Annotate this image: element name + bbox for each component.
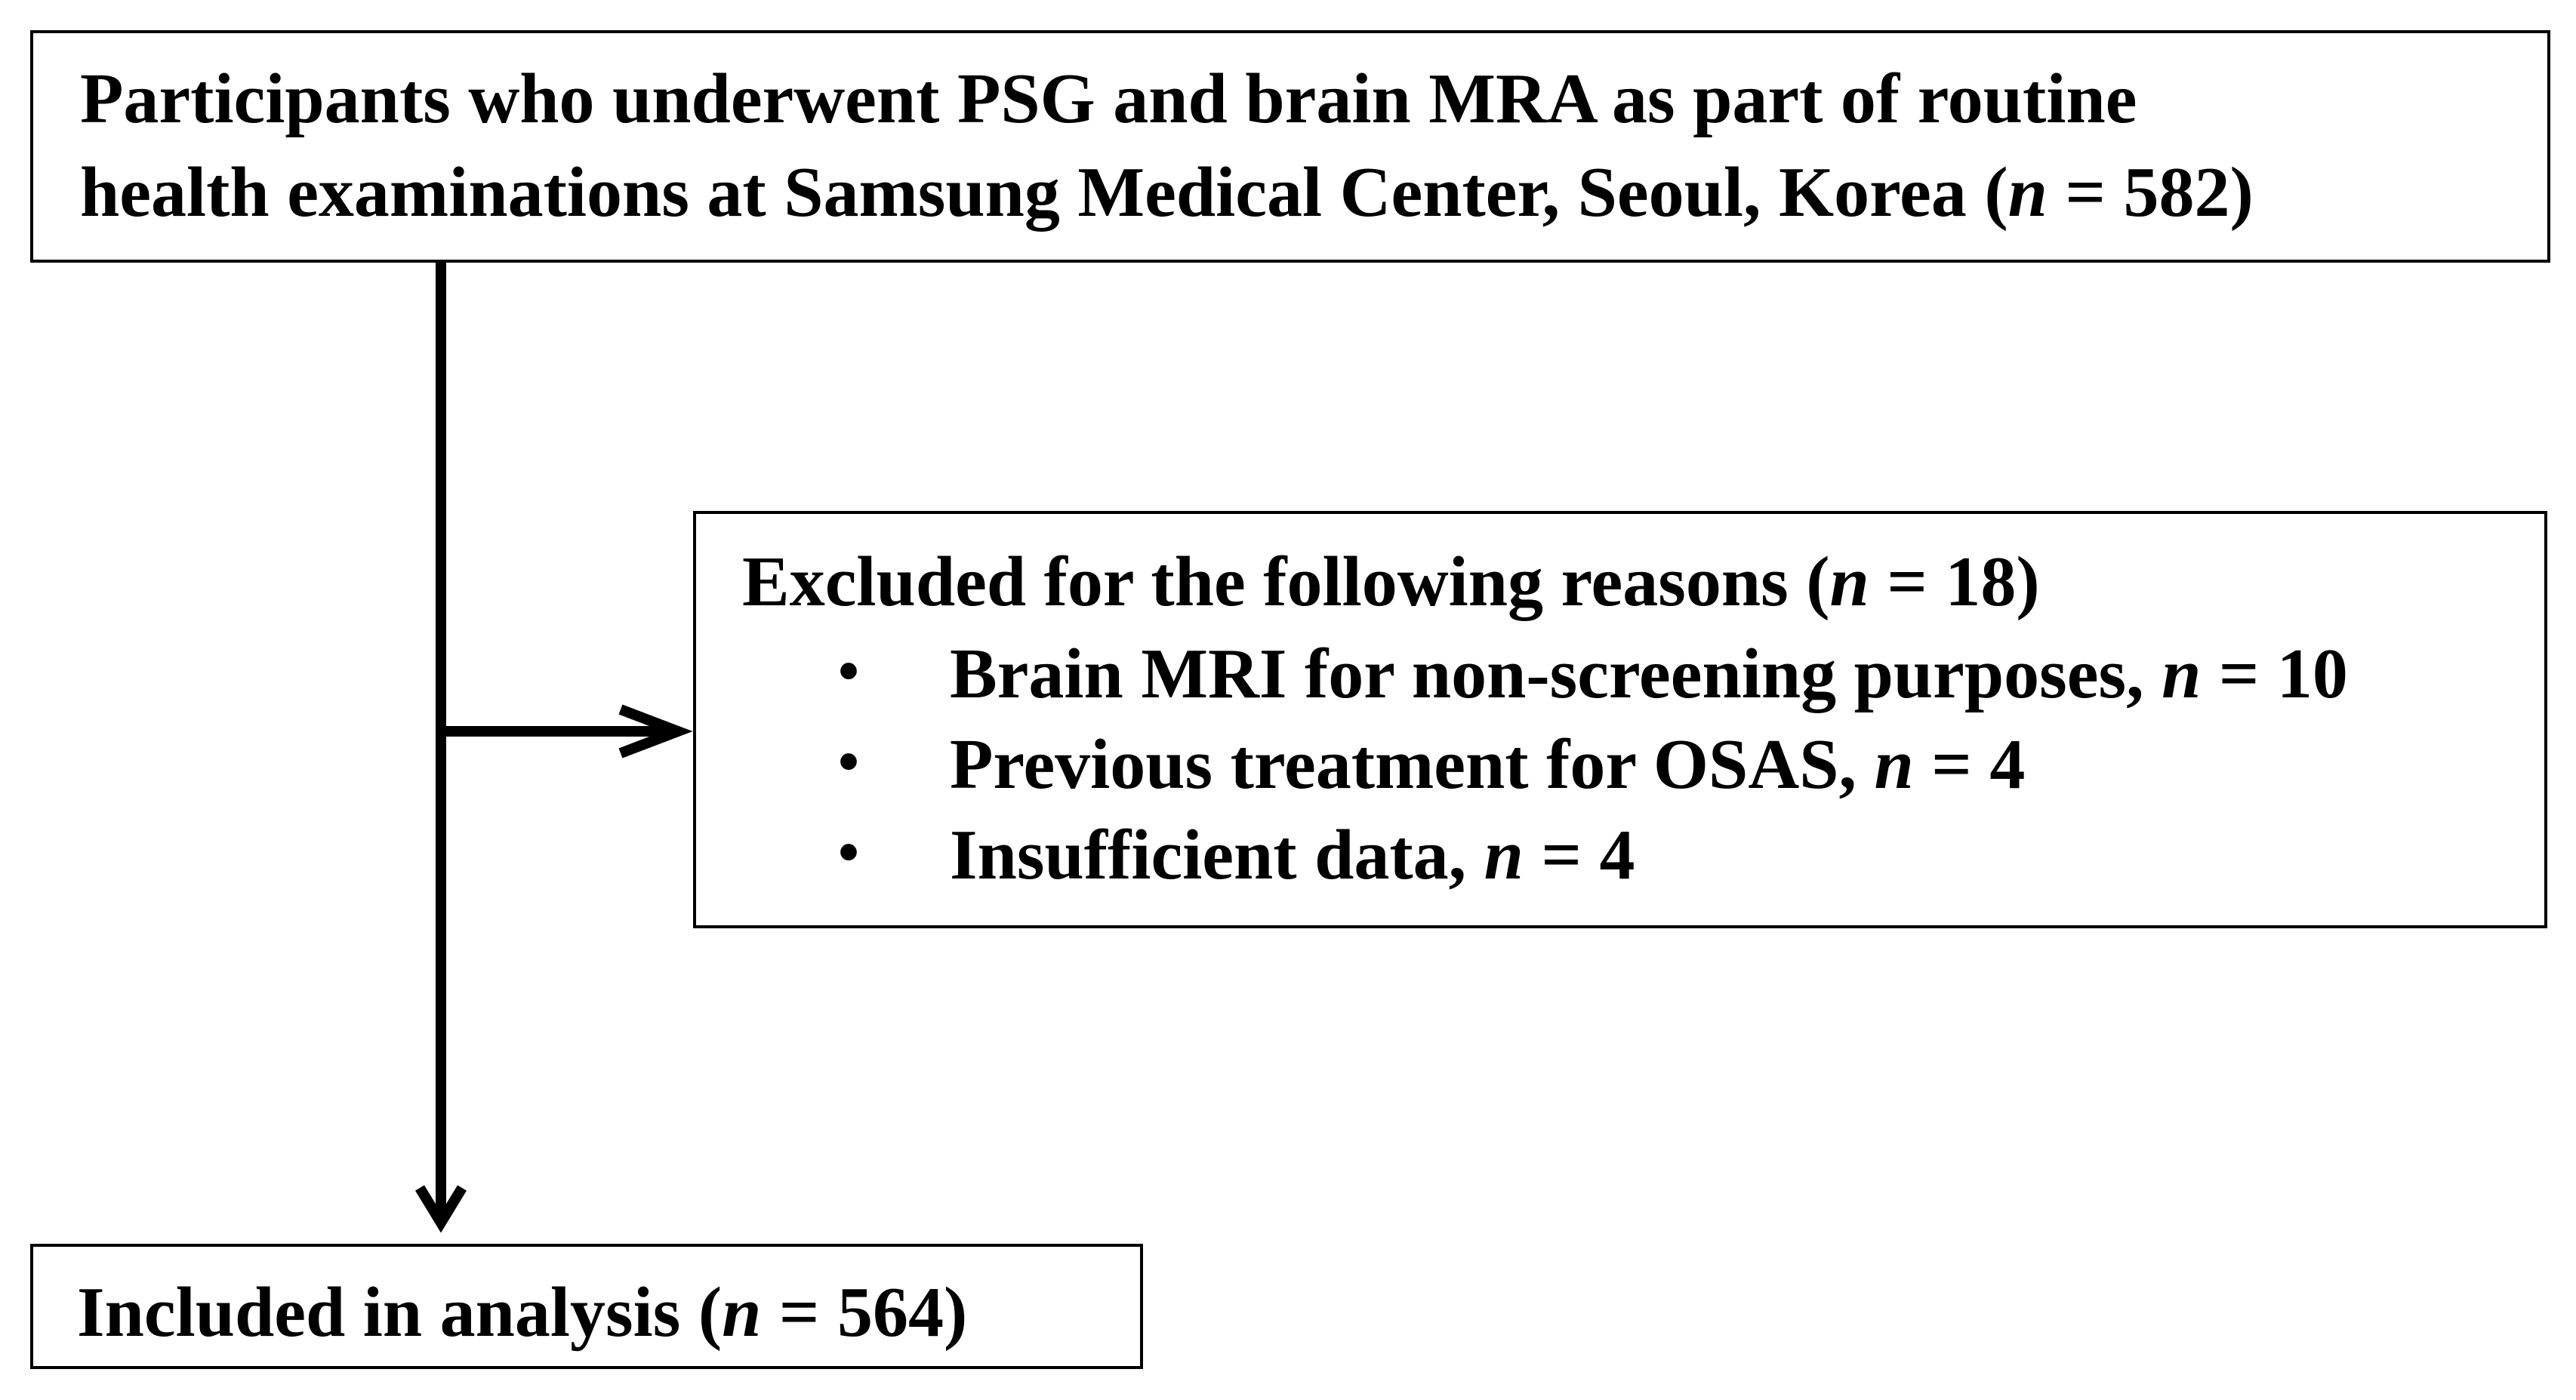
participants-line-2-pre: health examinations at Samsung Medical C… — [80, 153, 2008, 232]
participants-line-2: health examinations at Samsung Medical C… — [80, 157, 2254, 228]
excluded-box: Excluded for the following reasons (n = … — [693, 511, 2547, 928]
bullet-icon: • — [838, 638, 860, 705]
included-n-symbol: n — [722, 1273, 762, 1352]
reason-pre: Brain MRI for non-screening purposes, — [950, 635, 2162, 713]
reason-post: = 4 — [1913, 725, 2026, 804]
bullet-icon: • — [838, 820, 860, 886]
branch-arrow-head-icon — [618, 704, 693, 758]
excluded-n-symbol: n — [1829, 543, 1869, 621]
excluded-reason-text: Brain MRI for non-screening purposes, n … — [950, 638, 2348, 709]
excluded-heading-post: = 18) — [1869, 543, 2040, 621]
participants-n-symbol: n — [2007, 153, 2048, 232]
main-arrow-head-icon — [415, 1185, 467, 1233]
reason-post: = 4 — [1523, 816, 1635, 894]
reason-n-symbol: n — [2162, 635, 2202, 713]
excluded-heading-pre: Excluded for the following reasons ( — [742, 543, 1830, 621]
reason-pre: Previous treatment for OSAS, — [950, 725, 1875, 804]
reason-pre: Insufficient data, — [950, 816, 1484, 894]
reason-n-symbol: n — [1874, 725, 1914, 804]
participants-line-1-text: Participants who underwent PSG and brain… — [80, 60, 2137, 138]
included-box: Included in analysis (n = 564) — [30, 1244, 1143, 1369]
included-text: Included in analysis (n = 564) — [77, 1277, 967, 1348]
excluded-heading: Excluded for the following reasons (n = … — [742, 546, 2040, 617]
excluded-reason-text: Previous treatment for OSAS, n = 4 — [950, 729, 2025, 800]
participants-line-2-post: = 582) — [2047, 153, 2254, 232]
included-text-post: = 564) — [761, 1273, 968, 1352]
bullet-icon: • — [838, 729, 860, 795]
excluded-reason-text: Insufficient data, n = 4 — [950, 820, 1635, 891]
reason-n-symbol: n — [1484, 816, 1524, 894]
included-text-pre: Included in analysis ( — [77, 1273, 723, 1352]
reason-post: = 10 — [2201, 635, 2348, 713]
participants-line-1: Participants who underwent PSG and brain… — [80, 63, 2137, 134]
participants-box: Participants who underwent PSG and brain… — [30, 30, 2550, 263]
